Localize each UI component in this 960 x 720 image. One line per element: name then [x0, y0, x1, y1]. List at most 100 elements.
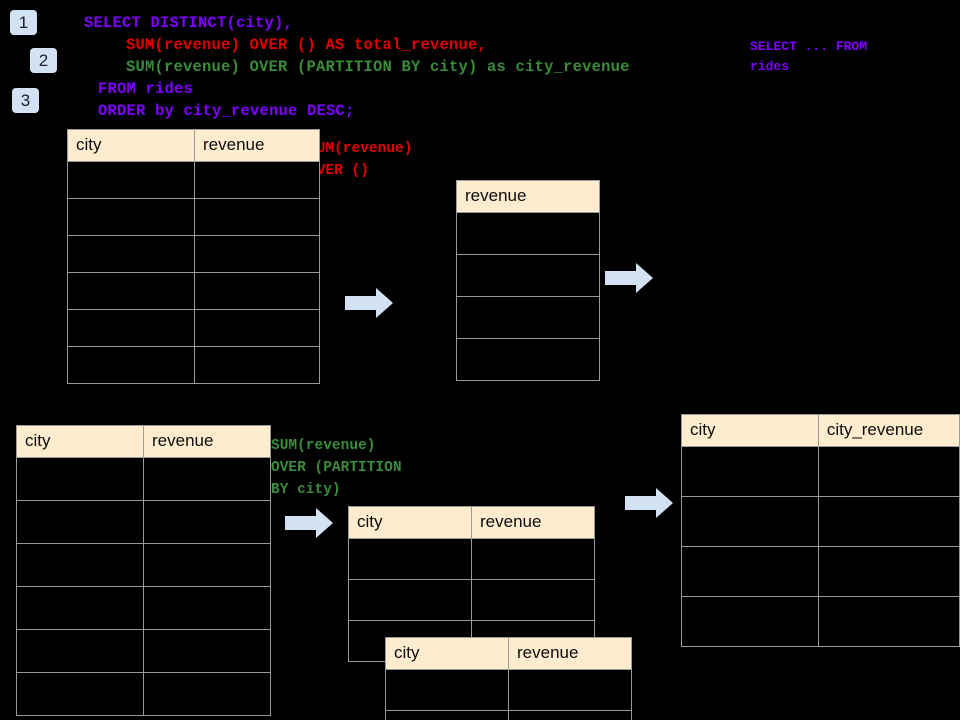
table-cell	[194, 161, 320, 199]
table-row	[16, 586, 271, 630]
sql-line-1: SELECT DISTINCT(city),	[84, 14, 294, 32]
table-cell	[16, 543, 144, 587]
table-cell	[194, 346, 320, 384]
table-row	[16, 543, 271, 587]
table-cell	[67, 198, 195, 236]
column-header-revenue: revenue	[471, 506, 595, 539]
table-row	[681, 446, 960, 497]
table-cell	[67, 272, 195, 310]
table-row	[16, 500, 271, 544]
table-row	[456, 254, 600, 297]
sql-line-5: ORDER by city_revenue DESC;	[98, 102, 355, 120]
table-cell	[194, 309, 320, 347]
flow-arrow-partition-to-result	[625, 488, 673, 518]
table-cell	[348, 579, 472, 621]
table-cell	[143, 672, 271, 716]
table-cell	[143, 500, 271, 544]
table-cell	[16, 672, 144, 716]
table-cell	[16, 629, 144, 673]
sql-line-4: FROM rides	[98, 80, 194, 98]
table-cell	[16, 500, 144, 544]
flow-arrow-total-to-result	[605, 263, 653, 293]
table-row	[456, 296, 600, 339]
step-badge-1: 1	[10, 10, 37, 35]
table-row	[348, 538, 595, 580]
table-cell	[143, 629, 271, 673]
table-row	[67, 161, 320, 199]
side-note-select-from-rides: SELECT ... FROM rides	[750, 39, 868, 74]
annot-city-revenue: SUM(revenue) OVER (PARTITION BY city)	[271, 438, 402, 498]
step-badge-2: 2	[30, 48, 57, 73]
table-row	[456, 212, 600, 255]
table-cell	[385, 669, 509, 711]
table-cell	[194, 198, 320, 236]
table-cell	[67, 161, 195, 199]
column-header-city: city	[67, 129, 195, 162]
table-cell	[16, 586, 144, 630]
annot-total-revenue: SUM(revenue) OVER ()	[308, 141, 413, 179]
table-cell	[456, 212, 600, 255]
column-header-city_revenue: city_revenue	[817, 414, 960, 447]
column-header-city: city	[16, 425, 144, 458]
table-row	[67, 272, 320, 310]
arrow-shaft	[625, 496, 657, 510]
table-cell	[471, 538, 595, 580]
table-cell	[194, 235, 320, 273]
table-cell	[348, 538, 472, 580]
table-row	[681, 496, 960, 547]
table-row	[348, 579, 595, 621]
table-cell	[681, 496, 819, 547]
column-header-revenue: revenue	[143, 425, 271, 458]
table-row	[385, 669, 632, 711]
table-row	[385, 710, 632, 720]
table-row	[16, 672, 271, 716]
column-header-city: city	[681, 414, 819, 447]
table-cell	[817, 496, 960, 547]
arrow-head	[636, 263, 653, 293]
column-header-revenue: revenue	[508, 637, 632, 670]
table-row	[16, 457, 271, 501]
table-cell	[67, 309, 195, 347]
column-header-city: city	[348, 506, 472, 539]
table-cell	[817, 596, 960, 647]
table-cell	[16, 457, 144, 501]
table-cell	[456, 296, 600, 339]
column-header-revenue: revenue	[456, 180, 600, 213]
flow-arrow-source-to-total	[345, 288, 393, 318]
column-header-city: city	[385, 637, 509, 670]
sql-line-3: SUM(revenue) OVER (PARTITION BY city) as…	[126, 58, 630, 76]
arrow-head	[316, 508, 333, 538]
table-row	[67, 235, 320, 273]
table-cell	[508, 710, 632, 720]
table-cell	[385, 710, 509, 720]
table-header-row: revenue	[456, 180, 600, 213]
table-cell	[143, 586, 271, 630]
total-revenue-table: revenue	[456, 180, 600, 381]
table-cell	[681, 446, 819, 497]
table-row	[67, 198, 320, 236]
sql-line-2: SUM(revenue) OVER () AS total_revenue,	[126, 36, 488, 54]
table-cell	[143, 457, 271, 501]
table-cell	[143, 543, 271, 587]
table-row	[681, 596, 960, 647]
table-cell	[194, 272, 320, 310]
table-row	[67, 309, 320, 347]
arrow-head	[376, 288, 393, 318]
step-badge-3: 3	[12, 88, 39, 113]
arrow-shaft	[345, 296, 377, 310]
table-row	[456, 338, 600, 381]
table-cell	[681, 546, 819, 597]
arrow-shaft	[285, 516, 317, 530]
table-cell	[456, 254, 600, 297]
table-cell	[471, 579, 595, 621]
table-cell	[508, 669, 632, 711]
